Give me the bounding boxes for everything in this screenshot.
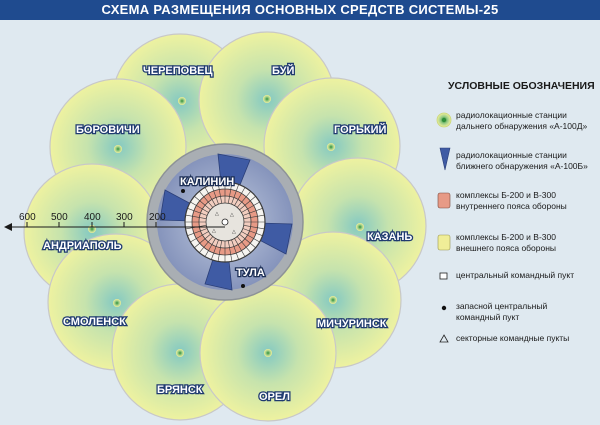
inner-belt-spoke: [211, 184, 219, 205]
city-label-andriapol: АНДРИАПОЛЬ: [43, 240, 122, 252]
inner-belt-spoke: [217, 240, 222, 262]
page-title: СХЕМА РАЗМЕЩЕНИЯ ОСНОВНЫХ СРЕДСТВ СИСТЕМ…: [0, 0, 600, 20]
inner-belt-spoke: [190, 201, 209, 213]
inner-belt-spoke: [243, 214, 265, 219]
svg-text:△: △: [232, 229, 236, 235]
site-michurinsk: [329, 296, 337, 304]
central-command-post: [221, 218, 229, 226]
reserve-command-post-icon: [441, 305, 447, 311]
scale-tick-600: 600: [19, 212, 36, 223]
legend-text-sector-command: секторные командные пукты: [456, 333, 570, 343]
inner-belt-spoke: [187, 208, 208, 216]
inner-belt-complex-icon: [437, 192, 451, 209]
site-bryansk: [176, 349, 184, 357]
inner-belt-spoke: [243, 225, 265, 230]
long-range-radar-sites: [88, 95, 364, 357]
city-label-bryansk: БРЯНСК: [157, 384, 203, 396]
svg-text:△: △: [212, 228, 216, 234]
legend-text-central-command: центральный командный пукт: [456, 270, 575, 280]
legend-text-short-range-radar: радиолокационные станции ближнего обнару…: [456, 150, 588, 171]
inner-belt-spoke: [211, 239, 219, 260]
site-smolensk: [113, 299, 121, 307]
city-label-cherepovets: ЧЕРЕПОВЕЦ: [143, 65, 213, 77]
inner-belt-spoke: [241, 231, 260, 243]
city-label-kalinin: КАЛИНИН: [180, 176, 234, 188]
reserve-command-post-tula: [241, 284, 245, 288]
inner-belt-spoke: [241, 201, 260, 213]
inner-belt-spoke: [236, 236, 251, 253]
inner-belt-spoke: [236, 191, 251, 208]
inner-belt-spoke: [239, 233, 256, 248]
site-kazan: [356, 223, 364, 231]
inner-belt-spoke: [231, 239, 239, 260]
site-cherepovets: [178, 97, 186, 105]
scale-arrow-icon: [4, 223, 12, 231]
inner-belt-spoke: [204, 187, 216, 206]
site-borovichi: [114, 145, 122, 153]
inner-belt-spoke: [199, 191, 214, 208]
legend-title: УСЛОВНЫЕ ОБОЗНАЧЕНИЯ: [448, 80, 595, 92]
svg-text:△: △: [230, 212, 234, 218]
legend-text-outer-belt: комплексы Б-200 и В-300 внешнего пояса о…: [456, 232, 557, 253]
inner-belt-spoke: [242, 208, 263, 216]
inner-belt-spoke: [228, 182, 233, 204]
scale-tick-300: 300: [116, 212, 133, 223]
legend-text-inner-belt: комплексы Б-200 и В-300 внутреннего пояс…: [456, 190, 567, 211]
inner-belt-spoke: [239, 196, 256, 211]
scale-tick-400: 400: [84, 212, 101, 223]
inner-belt-spoke: [234, 238, 246, 257]
inner-belt-spoke: [190, 231, 209, 243]
scale-tick-500: 500: [51, 212, 68, 223]
city-label-michurinsk: МИЧУРИНСК: [317, 318, 387, 330]
city-label-orel: ОРЕЛ: [259, 391, 290, 403]
scale-tick-200: 200: [149, 212, 166, 223]
inner-belt-spoke: [185, 214, 207, 219]
city-labels: ЧЕРЕПОВЕЦ БУЙ БОРОВИЧИ ГОРЬКИЙ КАЛИНИН К…: [42, 63, 414, 405]
outer-belt-complex-icon: [437, 234, 451, 251]
long-range-radar-icon: [436, 112, 452, 128]
central-command-post-icon: [439, 272, 448, 280]
inner-belt-spoke: [194, 233, 211, 248]
inner-belt-spoke: [187, 228, 208, 236]
city-label-bui: БУЙ: [272, 64, 294, 77]
site-orel: [264, 349, 272, 357]
distance-scale: 600 500 400 300 200: [4, 212, 225, 231]
system-25-diagram: △ △ △ △ 6: [4, 31, 427, 422]
city-label-tula: ТУЛА: [236, 267, 265, 279]
inner-belt-spoke: [234, 187, 246, 206]
city-label-smolensk: СМОЛЕНСК: [63, 316, 126, 328]
inner-belt-spoke: [194, 196, 211, 211]
legend-text-reserve-command: запасной центральный командный пукт: [456, 301, 548, 322]
site-bui: [263, 95, 271, 103]
outer-belt-zones: [23, 31, 427, 422]
reserve-command-post-kalinin: [181, 189, 185, 193]
inner-belt-spoke: [242, 228, 263, 236]
inner-belt-spoke: [199, 236, 214, 253]
inner-belt-spoke: [231, 184, 239, 205]
inner-belt-spoke: [228, 240, 233, 262]
sector-command-post-icon: [439, 334, 449, 343]
inner-belt-spoke: [204, 238, 216, 257]
svg-text:△: △: [215, 211, 219, 217]
city-label-borovichi: БОРОВИЧИ: [76, 124, 140, 136]
short-range-radar-icon: [439, 147, 451, 171]
inner-belt: △ △ △ △: [184, 181, 266, 263]
legend-text-long-range-radar: радиолокационные станции дальнего обнару…: [456, 110, 588, 131]
inner-belt-spoke: [217, 182, 222, 204]
city-label-kazan: КАЗАНЬ: [367, 231, 412, 243]
site-gorky: [327, 143, 335, 151]
city-label-gorky: ГОРЬКИЙ: [334, 123, 387, 136]
